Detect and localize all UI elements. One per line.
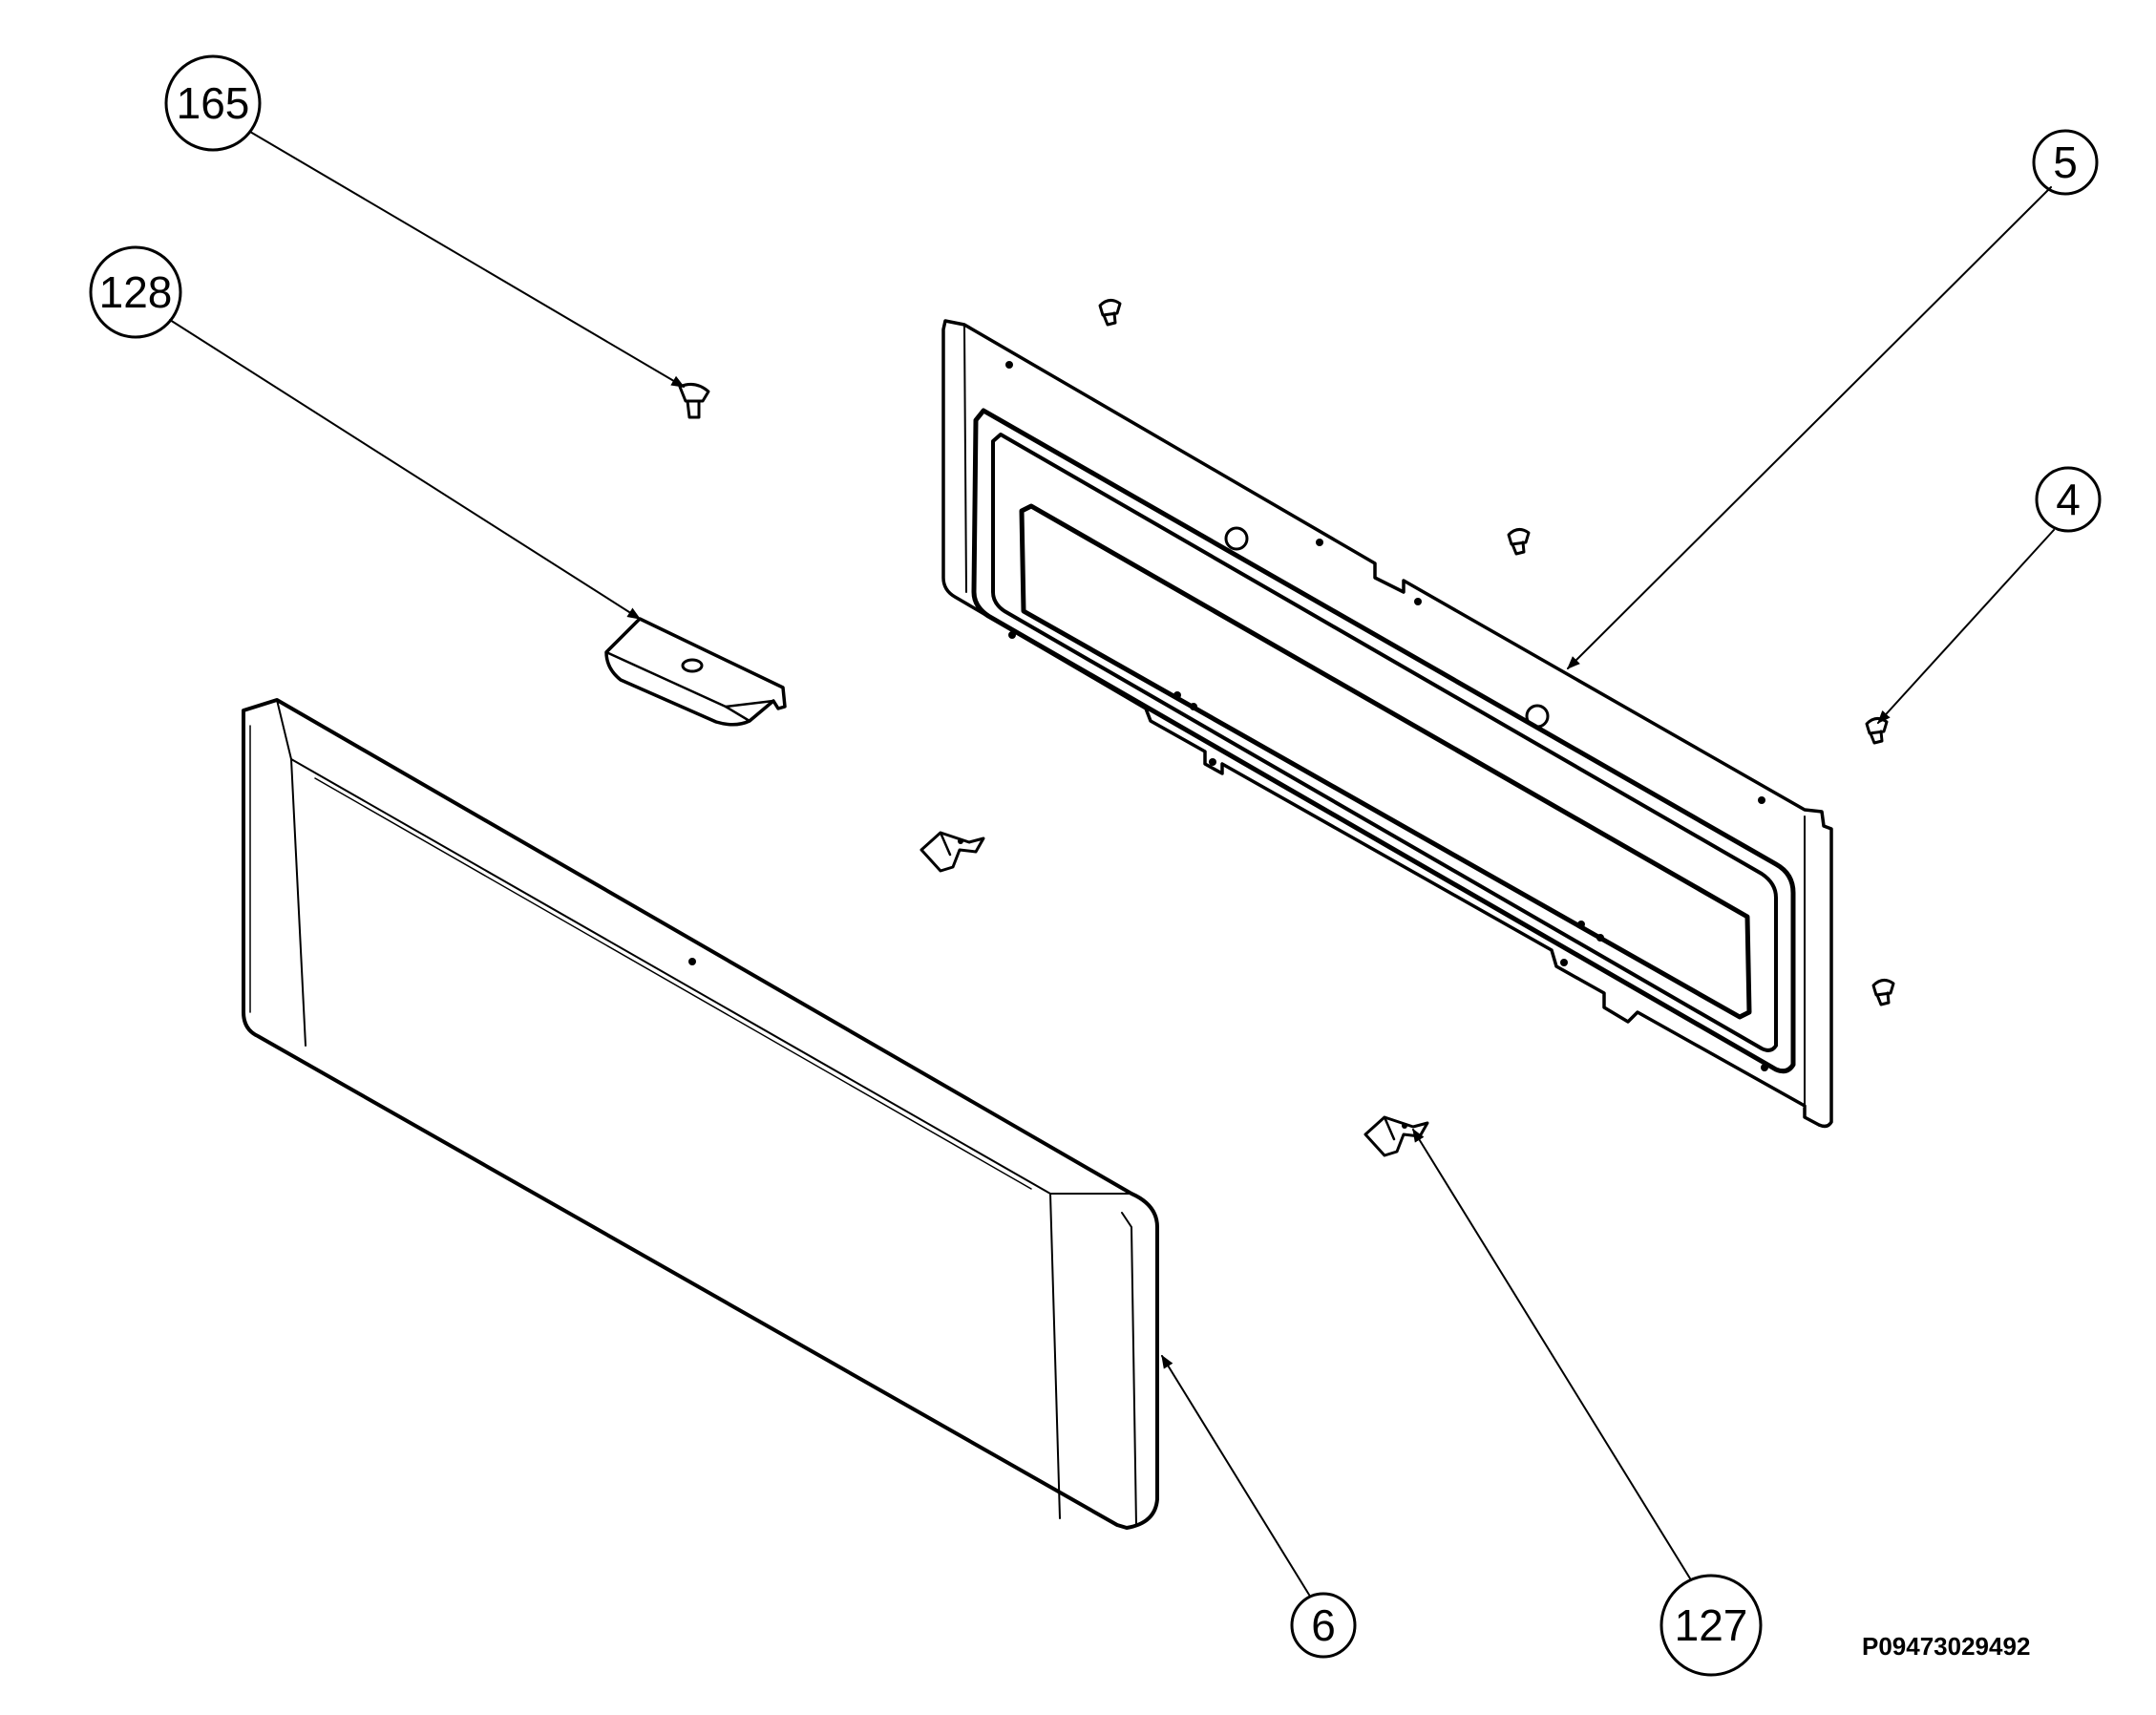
screw-lower-right <box>1871 979 1895 1006</box>
callout-165: 165 <box>164 54 262 152</box>
callout-6: 6 <box>1290 1592 1357 1659</box>
svg-text:4: 4 <box>2056 475 2081 524</box>
screw-upper-left <box>1098 299 1122 327</box>
callout-127: 127 <box>1659 1574 1763 1677</box>
bracket-part-128 <box>604 617 787 727</box>
front-panel-part-6 <box>242 698 1159 1530</box>
callout-5: 5 <box>2032 129 2099 196</box>
svg-text:127: 127 <box>1675 1600 1748 1650</box>
drawing-code: P09473029492 <box>1862 1632 2030 1661</box>
screw-upper-middle <box>1507 528 1531 556</box>
screw-part-165 <box>678 382 710 419</box>
clip-left <box>919 831 985 873</box>
leader-lines <box>169 131 2055 1596</box>
screw-part-4 <box>1865 717 1889 745</box>
svg-text:128: 128 <box>99 267 173 317</box>
svg-text:6: 6 <box>1311 1600 1336 1650</box>
rear-frame-part-5 <box>941 319 1833 1129</box>
svg-text:5: 5 <box>2053 138 2078 187</box>
svg-text:165: 165 <box>177 78 250 128</box>
callout-128: 128 <box>89 245 182 339</box>
callout-4: 4 <box>2035 466 2102 533</box>
